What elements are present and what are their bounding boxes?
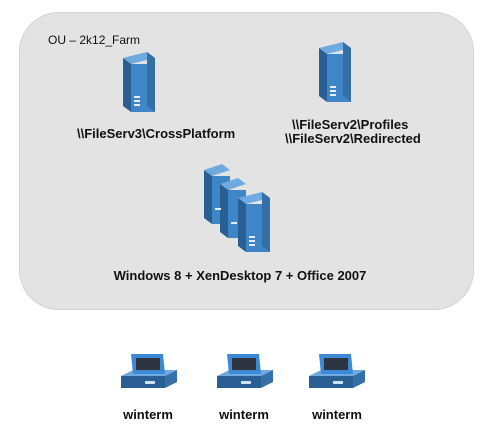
farm-label: Windows 8 + XenDesktop 7 + Office 2007 <box>113 268 367 283</box>
file-server-2-label-line-1: \\FileServ2\Profiles <box>292 117 409 132</box>
thin-client-1-label: winterm <box>123 407 173 422</box>
thin-client-3-label: winterm <box>312 407 362 422</box>
thin-client-2-icon <box>217 354 273 388</box>
server-cluster-icon <box>204 164 270 252</box>
file-server-1-icon <box>123 52 155 112</box>
ou-container <box>19 12 474 310</box>
ou-label: OU – 2k12_Farm <box>48 33 141 47</box>
file-server-2-label-line-2: \\FileServ2\Redirected <box>285 131 421 146</box>
thin-client-2-label: winterm <box>219 407 269 422</box>
file-server-1-label: \\FileServ3\CrossPlatform <box>77 126 236 141</box>
file-server-2-icon <box>319 42 351 102</box>
thin-client-1-icon <box>121 354 177 388</box>
thin-client-3-icon <box>309 354 365 388</box>
